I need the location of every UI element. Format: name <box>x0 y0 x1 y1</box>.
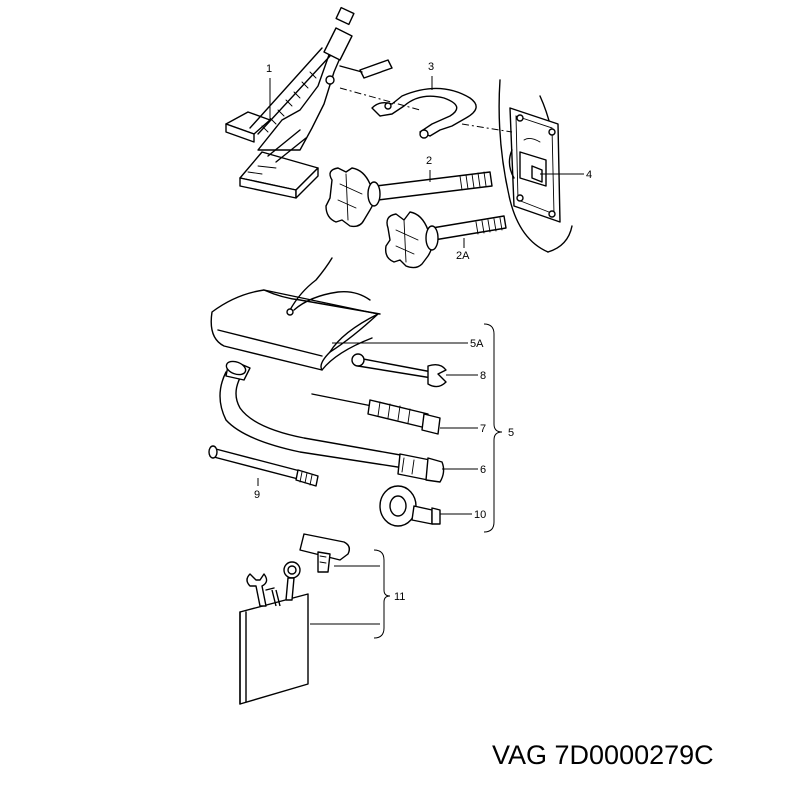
tool-bag-drawing <box>210 257 381 371</box>
knob-bolt-2a-drawing <box>384 211 507 269</box>
callout-10: 10 <box>474 509 486 521</box>
callout-2: 2 <box>426 155 432 167</box>
screwdriver-drawing <box>311 393 441 435</box>
callout-7: 7 <box>480 423 486 435</box>
leader-lines <box>257 76 584 639</box>
car-jack-drawing <box>225 6 393 199</box>
open-end-wrench-drawing <box>351 353 447 388</box>
callout-5: 5 <box>508 427 514 439</box>
callout-5a: 5A <box>470 338 484 350</box>
callout-3: 3 <box>428 61 434 73</box>
towing-eye-drawing <box>379 485 441 527</box>
callout-11: 11 <box>394 591 405 603</box>
callout-4: 4 <box>586 169 592 181</box>
retaining-strap-drawing <box>371 87 477 139</box>
callout-2a: 2A <box>456 250 470 262</box>
callout-1: 1 <box>266 63 272 75</box>
wheel-brace-drawing <box>219 360 445 483</box>
callout-labels: 1 3 2 4 2A 5A 8 7 5 6 9 10 11 <box>254 61 592 603</box>
callout-6: 6 <box>480 464 486 476</box>
part-number-label: VAG 7D0000279C <box>492 740 714 770</box>
mounting-plate-drawing <box>498 79 573 253</box>
callout-8: 8 <box>480 370 486 382</box>
tool-kit-pouch-drawing <box>239 561 309 705</box>
socket-tool-drawing <box>299 533 351 573</box>
towing-bar-drawing <box>208 445 319 487</box>
callout-9: 9 <box>254 489 260 501</box>
knob-bolt-2-drawing <box>325 167 493 228</box>
